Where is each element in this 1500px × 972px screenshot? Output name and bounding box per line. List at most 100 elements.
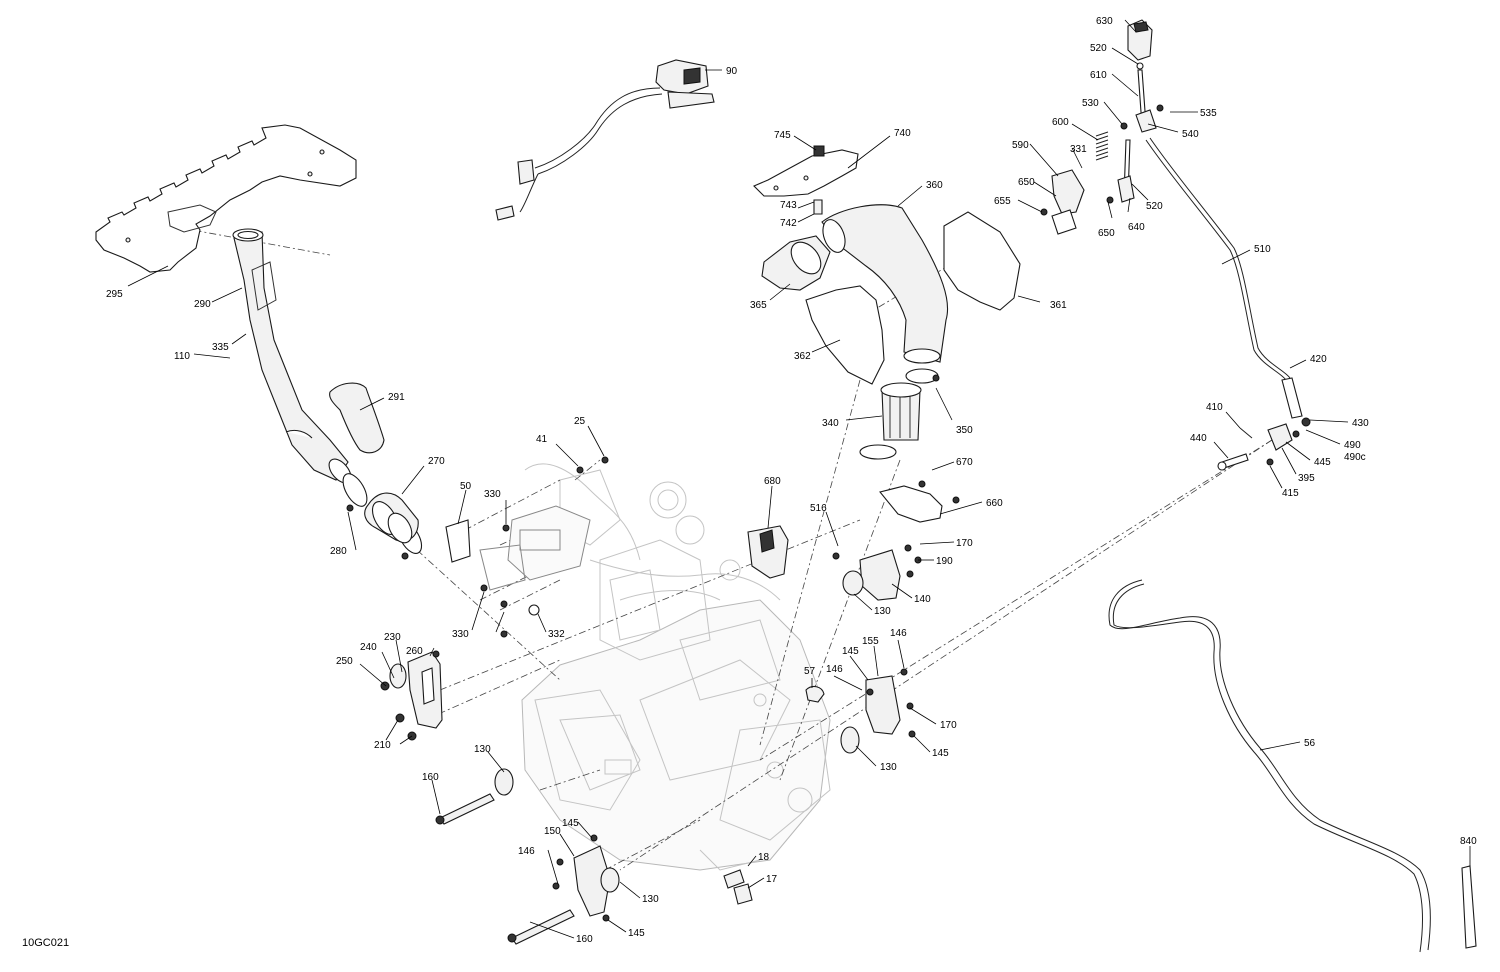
bracket-680 [747,525,789,579]
callout-170b: 170 [940,720,957,731]
callout-18: 18 [758,852,770,863]
rear-mount-140 [832,544,922,601]
callout-110: 110 [174,351,190,362]
callout-240: 240 [360,642,377,653]
callout-155: 155 [862,636,879,647]
assembly-centerlines [164,224,1273,871]
exhaust-shield-291 [329,382,385,454]
callout-740: 740 [894,128,911,139]
callout-630: 630 [1096,16,1113,27]
callout-330b: 330 [452,629,469,640]
heat-shield-plate-295 [95,124,357,273]
callout-50: 50 [460,481,472,492]
callout-290: 290 [194,299,211,310]
callout-660: 660 [986,498,1003,509]
callout-210: 210 [374,740,391,751]
bracket-670-660 [879,480,960,523]
callout-25: 25 [574,416,586,427]
exhaust-pipe-290 [232,228,352,484]
callout-520b: 520 [1146,201,1163,212]
engine-mount-260 [380,650,443,741]
callout-140: 140 [914,594,931,605]
screws [480,456,609,638]
bracket-740 [753,145,859,215]
callout-145c: 145 [562,818,579,829]
callout-160: 160 [422,772,439,783]
callout-680: 680 [764,476,781,487]
callout-150: 150 [544,826,561,837]
callout-650: 650 [1018,177,1035,188]
callout-510: 510 [1254,244,1271,255]
callout-530: 530 [1082,98,1099,109]
callout-490c: 490c [1344,452,1366,463]
callout-840: 840 [1460,836,1477,847]
callout-362: 362 [794,351,811,362]
callout-420: 420 [1310,354,1327,365]
callout-270: 270 [428,456,445,467]
drawing-code: 10GC021 [22,937,70,949]
callout-146c: 146 [518,846,535,857]
callout-520: 520 [1090,43,1107,54]
vent-hose-840 [1461,865,1477,949]
callout-57: 57 [804,666,816,677]
callout-670: 670 [956,457,973,468]
callout-535: 535 [1200,108,1217,119]
callout-430: 430 [1352,418,1369,429]
leader-lines [127,19,1471,939]
callout-590: 590 [1012,140,1029,151]
callout-130d: 130 [642,894,659,905]
fitting-18-17 [723,869,753,905]
plate-50 [445,519,471,563]
callout-600: 600 [1052,117,1069,128]
callout-labels: 630 520 90 610 530 535 540 745 740 600 5… [106,16,1477,945]
shift-lever-610 [1120,69,1164,197]
callout-295: 295 [106,289,123,300]
callout-410: 410 [1206,402,1223,413]
intake-boot-365 [761,235,831,291]
coupler-270 [364,492,419,544]
spring-600 [1095,131,1109,161]
callout-335: 335 [212,342,229,353]
callout-291: 291 [388,392,405,403]
callout-745: 745 [774,130,791,141]
callout-260: 260 [406,646,423,657]
callout-130: 130 [874,606,891,617]
callout-415: 415 [1282,488,1299,499]
callout-230: 230 [384,632,401,643]
sensor-harness-90 [495,59,715,221]
callout-56: 56 [1304,738,1316,749]
callout-650b: 650 [1098,228,1115,239]
clamps-350 [859,368,940,460]
engine-assembly-ghost [521,463,831,871]
duct-cover-362 [805,285,885,385]
callout-145: 145 [842,646,859,657]
callout-490: 490 [1344,440,1361,451]
callout-610: 610 [1090,70,1107,81]
callout-742: 742 [780,218,797,229]
callout-145d: 145 [628,928,645,939]
callout-41: 41 [536,434,548,445]
callout-90: 90 [726,66,738,77]
callout-160b: 160 [576,934,593,945]
callout-130c: 130 [474,744,491,755]
callout-146: 146 [890,628,907,639]
callout-130b: 130 [880,762,897,773]
callout-365: 365 [750,300,767,311]
callout-331: 331 [1070,144,1087,155]
vent-hose-56 [1108,579,1431,953]
shift-bracket-590 [1040,169,1135,235]
callout-332: 332 [548,629,565,640]
callout-361: 361 [1050,300,1067,311]
callout-17: 17 [766,874,778,885]
air-intake-duct-360 [821,204,949,364]
callout-655: 655 [994,196,1011,207]
callout-190: 190 [936,556,953,567]
callout-250: 250 [336,656,353,667]
callout-340: 340 [822,418,839,429]
shift-rod-510 [1145,137,1291,381]
callout-440: 440 [1190,433,1207,444]
callout-516: 516 [810,503,827,514]
callout-445: 445 [1314,457,1331,468]
duct-cover-361 [943,211,1021,311]
